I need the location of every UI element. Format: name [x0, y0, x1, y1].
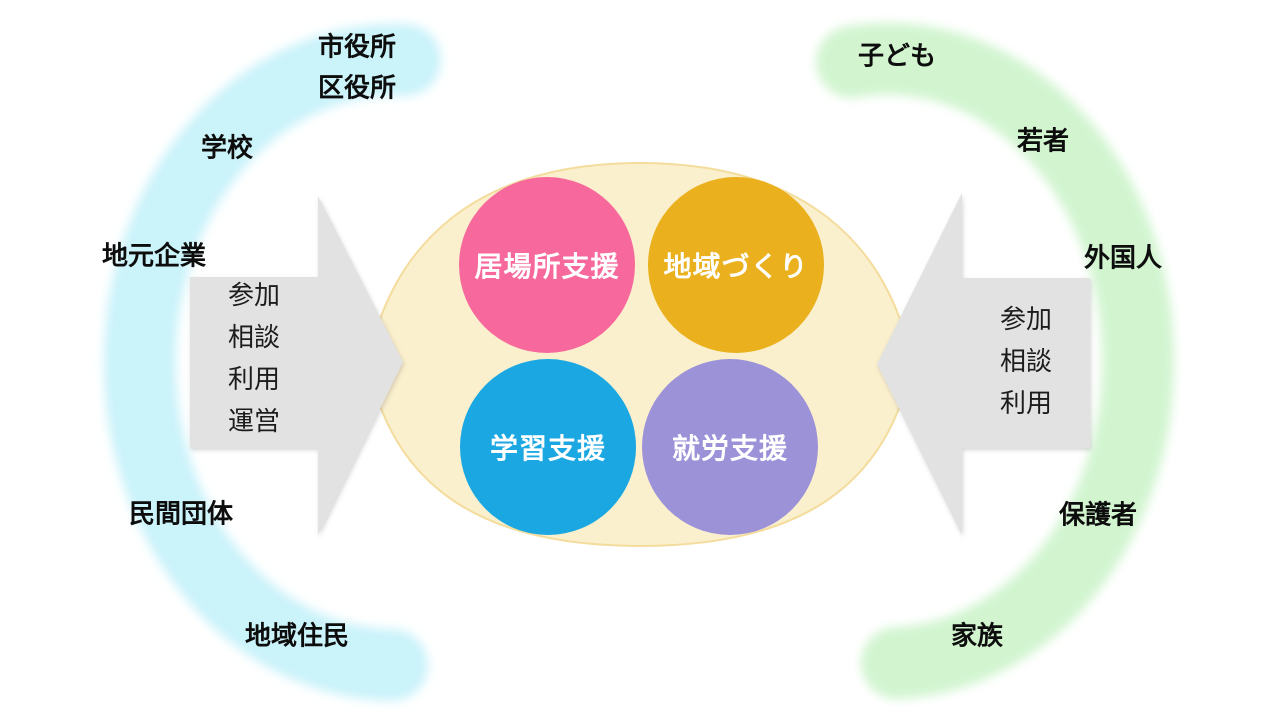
label-private-groups: 民間団体	[128, 498, 234, 529]
label-youth: 若者	[1016, 125, 1070, 156]
left-arrow-line: 参加	[227, 280, 281, 310]
right-arrow-line: 相談	[999, 346, 1053, 376]
circle-label-place-support: 居場所支援	[474, 251, 620, 282]
label-family: 家族	[950, 620, 1004, 651]
left-arrow	[190, 196, 403, 535]
circle-label-learning-support: 学習支援	[489, 433, 607, 464]
circle-work-support	[642, 359, 818, 535]
circle-label-community-building: 地域づくり	[663, 251, 809, 282]
label-local-residents: 地域住民	[244, 620, 350, 651]
left-arrow-line: 相談	[227, 322, 281, 352]
right-arrow-text: 参加 相談 利用	[1000, 298, 1052, 424]
label-foreigners: 外国人	[1083, 242, 1163, 273]
circle-label-work-support: 就労支援	[671, 433, 789, 464]
label-children: 子ども	[857, 40, 937, 71]
right-arrow-line: 参加	[999, 304, 1053, 334]
left-arrow-line: 利用	[227, 364, 281, 394]
left-arrow-line: 運営	[227, 406, 281, 436]
label-school: 学校	[200, 132, 254, 163]
label-city-hall: 市役所	[317, 31, 397, 62]
label-guardians: 保護者	[1058, 499, 1138, 530]
circle-place-support	[459, 177, 635, 353]
left-arrow-text: 参加 相談 利用 運営	[228, 274, 280, 442]
center-support-area	[366, 161, 914, 548]
circle-learning-support	[460, 359, 636, 535]
right-arrow	[877, 193, 1090, 535]
label-ward-office: 区役所	[317, 72, 397, 103]
participants-arc	[816, 22, 1175, 699]
circle-community-building	[648, 177, 824, 353]
label-local-companies: 地元企業	[101, 240, 207, 271]
right-arrow-line: 利用	[999, 388, 1053, 418]
supporters-arc	[103, 23, 441, 701]
